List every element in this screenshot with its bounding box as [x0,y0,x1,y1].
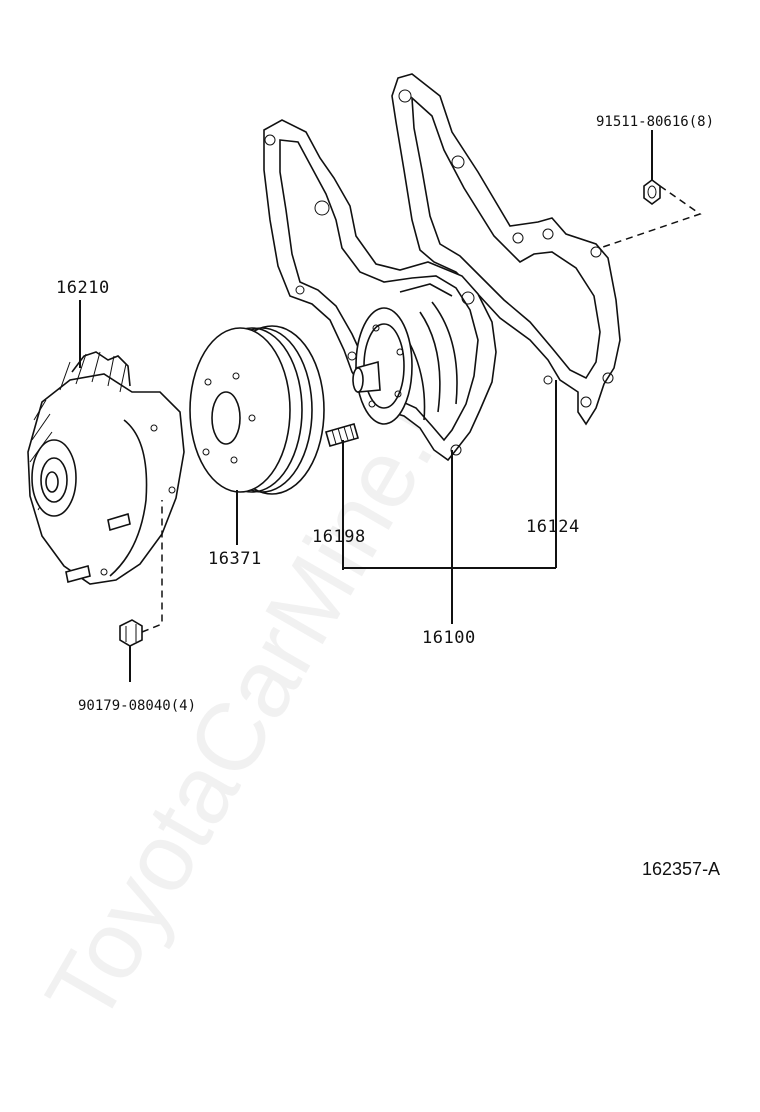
label-water-pump[interactable]: 16100 [422,628,476,648]
stud-drawing[interactable] [325,423,359,447]
label-nut-lower[interactable]: 90179-08040(4) [78,698,196,714]
gasket-drawing[interactable] [391,73,621,426]
pulley-drawing[interactable] [189,325,325,495]
water-pump-drawing[interactable] [263,119,497,462]
diagram-reference: 162357-A [642,859,720,879]
fan-clutch-drawing[interactable] [27,351,185,585]
label-nut-upper[interactable]: 91511-80616(8) [596,114,714,130]
nut-upper-drawing[interactable] [643,179,661,205]
leader-lines [79,130,702,682]
label-fan-clutch[interactable]: 16210 [56,278,110,298]
nut-lower-drawing[interactable] [119,619,143,647]
label-pulley[interactable]: 16371 [208,549,262,569]
label-stud[interactable]: 16198 [312,527,366,547]
label-gasket[interactable]: 16124 [526,517,580,537]
